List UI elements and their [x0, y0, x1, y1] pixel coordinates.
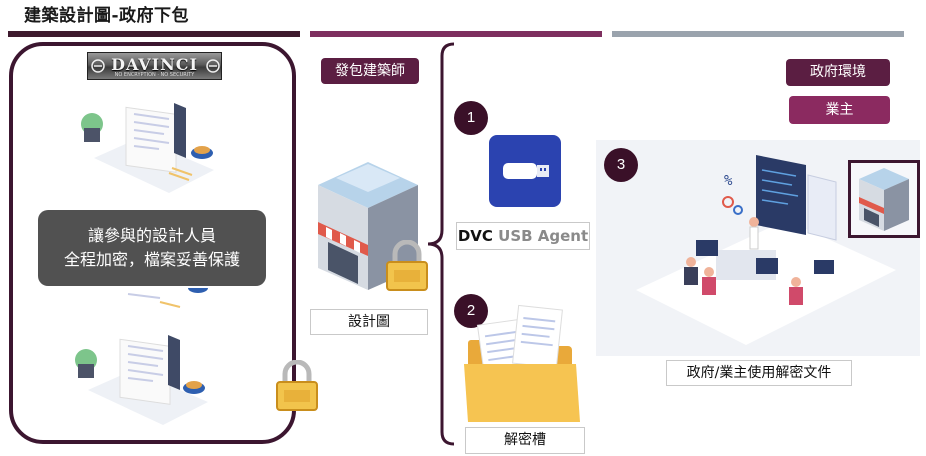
section-bar-right: [612, 31, 904, 37]
lock-icon: [386, 240, 428, 291]
section-bar-left: [8, 31, 300, 37]
svg-text:%: %: [724, 173, 733, 189]
logo-wordmark: DAVINCI: [111, 55, 198, 74]
davinci-logo: DAVINCI NO ENCRYPTION · NO SECURITY: [87, 52, 222, 80]
owner-pill: 業主: [789, 96, 890, 124]
design-drawing-label: 設計圖: [310, 309, 428, 335]
designers-panel: [9, 42, 296, 444]
usb-label-dvc: DVC: [457, 227, 493, 245]
usb-agent-icon: [489, 135, 561, 207]
government-env-pill: 政府環境: [786, 59, 890, 86]
step-3-badge: 3: [604, 148, 638, 182]
section-bar-middle: [310, 31, 602, 37]
page-title: 建築設計圖-政府下包: [24, 6, 190, 26]
designer-laptop-illustration: [75, 335, 208, 425]
logo-tagline: NO ENCRYPTION · NO SECURITY: [114, 72, 195, 78]
building-thumbnail: [848, 160, 920, 238]
decryption-folder-icon: [464, 304, 580, 422]
message-line-1: 讓參與的設計人員: [87, 226, 216, 245]
step-2-badge: 2: [454, 294, 488, 328]
flow-bracket: [427, 42, 455, 446]
usb-label-agent: USB Agent: [492, 227, 589, 245]
government-caption-label: 政府/業主使用解密文件: [666, 360, 852, 386]
building-icon: [318, 162, 418, 290]
message-line-2: 全程加密，檔案妥善保護: [63, 250, 240, 269]
architect-pill: 發包建築師: [321, 58, 419, 84]
usb-agent-label: DVC USB Agent: [456, 222, 590, 250]
decryption-slot-label: 解密槽: [465, 427, 585, 454]
designer-laptop-illustration: [81, 103, 214, 193]
designer-laptop-illustration-partial: [127, 288, 208, 308]
encryption-message: 讓參與的設計人員 全程加密，檔案妥善保護: [38, 210, 266, 286]
step-1-badge: 1: [454, 101, 488, 135]
lock-icon: [276, 360, 318, 411]
